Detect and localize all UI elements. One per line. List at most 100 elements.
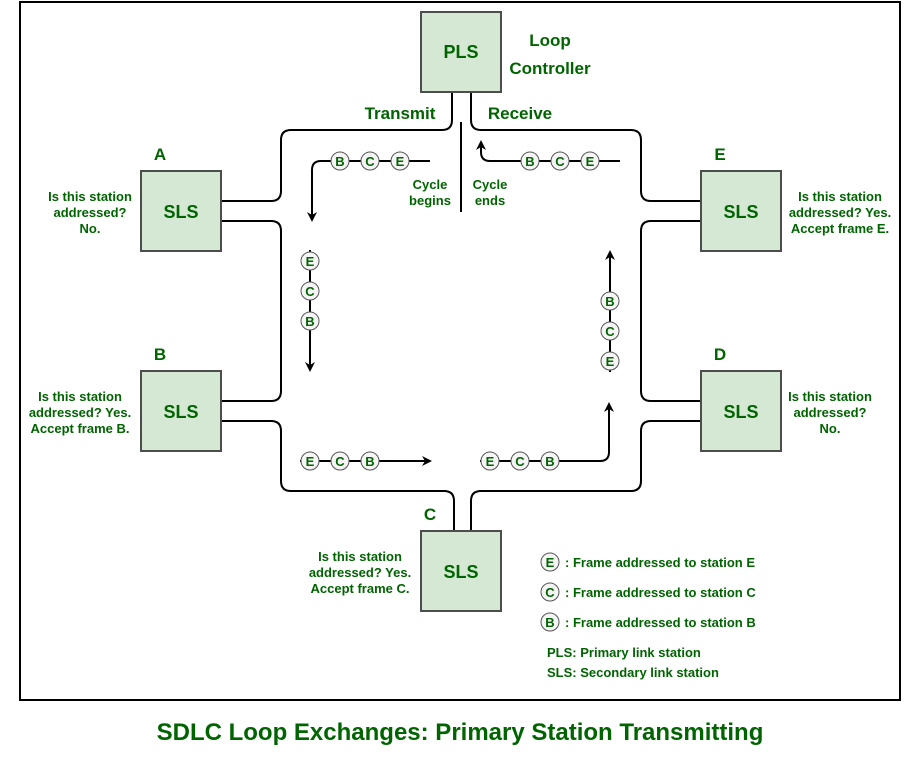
station-c-note-2: addressed? Yes.: [309, 565, 411, 580]
flow-arrow-top-right: [476, 140, 620, 162]
station-b-label: SLS: [163, 402, 198, 422]
legend-frame-b-text: : Frame addressed to station B: [565, 615, 756, 630]
wire-pls-to-a: [221, 92, 453, 202]
frame-b-label: B: [605, 294, 614, 309]
frame-c-icon: [330, 451, 350, 471]
station-d-label: SLS: [723, 402, 758, 422]
station-c-note-3: Accept frame C.: [311, 581, 410, 596]
legend-pls-definition: PLS: Primary link station: [547, 645, 701, 660]
frame-e-label: E: [606, 354, 615, 369]
pls-box: [420, 11, 502, 93]
station-a-box: [140, 170, 222, 252]
legend-item-e: E : Frame addressed to station E: [540, 552, 755, 572]
station-d-box: [700, 370, 782, 452]
frame-c-label: C: [555, 154, 565, 169]
cycle-begins-line2: begins: [409, 193, 451, 208]
cycle-ends-line1: Cycle: [473, 177, 508, 192]
legend-frame-c-text: : Frame addressed to station C: [565, 585, 756, 600]
frame-b-label: B: [335, 154, 344, 169]
diagram-title: SDLC Loop Exchanges: Primary Station Tra…: [157, 719, 764, 746]
legend-frame-c-icon: [540, 582, 560, 602]
station-d-note-3: No.: [820, 421, 841, 436]
wire-a-to-b: [221, 220, 282, 402]
station-b-note-3: Accept frame B.: [31, 421, 130, 436]
wire-b-to-c: [221, 420, 455, 530]
frame-e-label: E: [396, 154, 405, 169]
station-a-label: SLS: [163, 202, 198, 222]
station-b: B SLS Is this station addressed? Yes. Ac…: [29, 345, 222, 452]
legend-frame-b-icon: [540, 612, 560, 632]
frame-c-icon: [510, 451, 530, 471]
receive-label: Receive: [488, 104, 552, 123]
station-e: E SLS Is this station addressed? Yes. Ac…: [700, 145, 891, 252]
loop-controller-line2: Controller: [509, 59, 591, 78]
pls-label: PLS: [443, 42, 478, 62]
station-c-box: [420, 530, 502, 612]
frame-b-label: B: [545, 454, 554, 469]
frame-e-icon: [390, 151, 410, 171]
cycle-begins-line1: Cycle: [413, 177, 448, 192]
station-c-label: SLS: [443, 562, 478, 582]
station-c: C SLS Is this station addressed? Yes. Ac…: [309, 505, 502, 612]
station-b-note-2: addressed? Yes.: [29, 405, 131, 420]
legend-frame-b-symbol: B: [545, 615, 554, 630]
station-b-box: [140, 370, 222, 452]
frame-c-icon: [300, 281, 320, 301]
frame-c-icon: [600, 321, 620, 341]
frame-c-label: C: [335, 454, 345, 469]
frame-e-icon: [600, 351, 620, 371]
frame-c-icon: [550, 151, 570, 171]
station-b-note-1: Is this station: [38, 389, 122, 404]
frame-c-label: C: [305, 284, 315, 299]
frame-b-icon: [300, 311, 320, 331]
frame-c-label: C: [515, 454, 525, 469]
legend-item-c: C : Frame addressed to station C: [540, 582, 756, 602]
station-e-box: [700, 170, 782, 252]
legend-item-b: B : Frame addressed to station B: [540, 612, 756, 632]
frame-b-label: B: [365, 454, 374, 469]
station-a: A SLS Is this station addressed? No.: [48, 145, 222, 252]
station-a-note-3: No.: [80, 221, 101, 236]
legend-frame-e-text: : Frame addressed to station E: [565, 555, 755, 570]
frame-b-label: B: [305, 314, 314, 329]
station-e-note-3: Accept frame E.: [791, 221, 889, 236]
frame-b-label: B: [525, 154, 534, 169]
station-e-note-1: Is this station: [798, 189, 882, 204]
flow-arrow-bottom-right: [480, 402, 614, 462]
frame-e-label: E: [306, 454, 315, 469]
frame-e-label: E: [586, 154, 595, 169]
wire-c-to-d: [470, 420, 701, 530]
station-d-note-1: Is this station: [788, 389, 872, 404]
cycle-ends-line2: ends: [475, 193, 505, 208]
station-d-name: D: [714, 345, 726, 364]
frame-b-icon: [520, 151, 540, 171]
frame-c-icon: [360, 151, 380, 171]
legend-frame-e-symbol: E: [546, 555, 555, 570]
frame-e-icon: [300, 251, 320, 271]
flow-arrow-top-left: [307, 160, 430, 222]
frame-c-label: C: [605, 324, 615, 339]
wire-e-to-pls: [470, 92, 701, 202]
legend-sls-definition: SLS: Secondary link station: [547, 665, 719, 680]
frame-b-icon: [330, 151, 350, 171]
frame-e-icon: [580, 151, 600, 171]
station-b-name: B: [154, 345, 166, 364]
station-d-note-2: addressed?: [794, 405, 867, 420]
legend-frame-e-icon: [540, 552, 560, 572]
station-c-name: C: [424, 505, 436, 524]
legend: E : Frame addressed to station E C : Fra…: [540, 552, 756, 680]
station-a-note-1: Is this station: [48, 189, 132, 204]
diagram-border: [19, 1, 901, 701]
station-a-name: A: [154, 145, 166, 164]
frame-e-icon: [300, 451, 320, 471]
frame-b-icon: [360, 451, 380, 471]
frame-e-label: E: [486, 454, 495, 469]
loop-controller-line1: Loop: [529, 31, 571, 50]
wire-d-to-e: [640, 220, 701, 402]
frame-e-label: E: [306, 254, 315, 269]
station-e-label: SLS: [723, 202, 758, 222]
frame-b-icon: [600, 291, 620, 311]
frame-c-label: C: [365, 154, 375, 169]
frame-b-icon: [540, 451, 560, 471]
